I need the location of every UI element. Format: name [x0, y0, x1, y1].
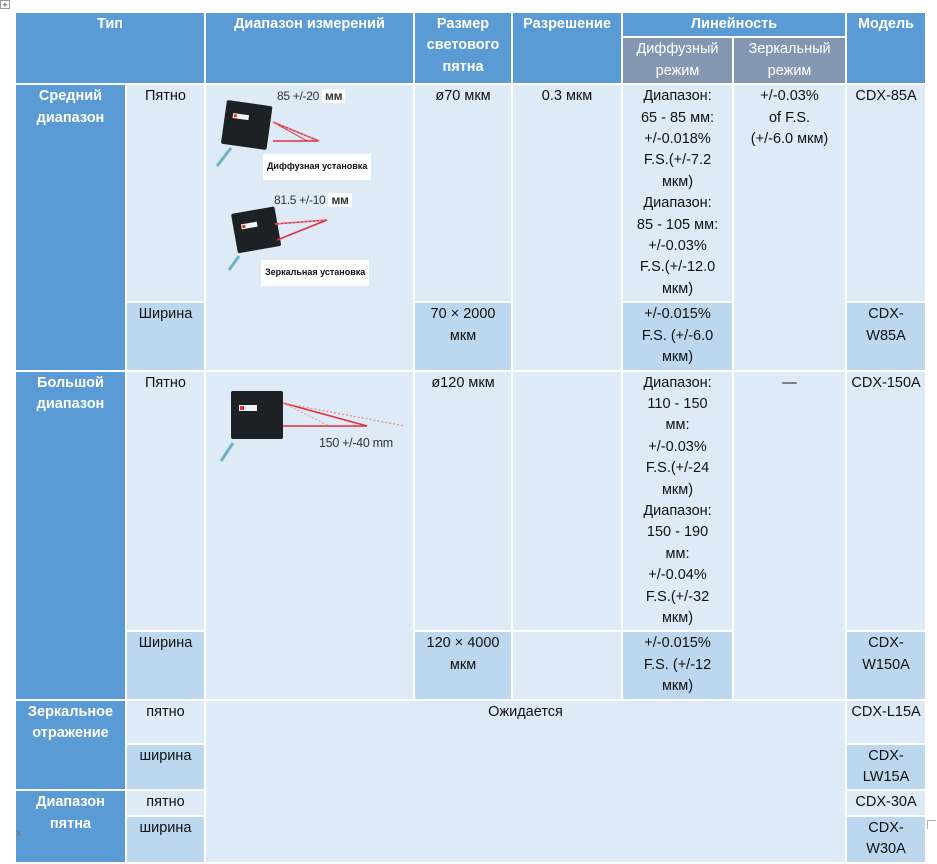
- model: CDX-L15A: [845, 698, 928, 745]
- table-row: Ширина 70 × 2000 мкм +/-0.015% F.S. (+/-…: [15, 301, 928, 372]
- subtype-label: ширина: [124, 814, 207, 864]
- long-range-figure: 150 +/-40 mm: [209, 373, 410, 463]
- table-row: Большой диапазон Пятно 150 +/-40 mm: [14, 369, 928, 701]
- header-mirror-mode: Зеркальный режим: [732, 36, 848, 86]
- setup-caption: Диффузная установка: [263, 154, 372, 180]
- type-mirror-reflection: Зеркальное отражение: [14, 698, 127, 792]
- mirror-linearity: —: [732, 369, 848, 701]
- type-spot-range: Диапазон пятна: [14, 789, 127, 864]
- sensor-spec-table: Тип Диапазон измерений Размер светового …: [13, 10, 928, 864]
- laser-sensor-icon: [227, 206, 328, 272]
- table-row: Ширина 120 × 4000 мкм +/-0.015% F.S. (+/…: [15, 630, 928, 701]
- diffuse-linearity-text: +/-0.015% F.S. (+/-6.0 мкм): [641, 306, 714, 366]
- subtype-label: Пятно: [124, 83, 207, 304]
- diffuse-linearity-text: Диапазон: 65 - 85 мм: +/-0.018% F.S.(+/-…: [636, 88, 719, 297]
- diffuse-linearity: Диапазон: 65 - 85 мм: +/-0.018% F.S.(+/-…: [621, 83, 735, 304]
- subtype-label: пятно: [124, 789, 207, 817]
- diffuse-linearity: Диапазон: 110 - 150 мм: +/-0.03% F.S.(+/…: [621, 369, 735, 633]
- header-resolution: Разрешение: [511, 10, 624, 86]
- mirror-linearity-text: +/-0.03% of F.S. (+/-6.0 мкм): [750, 88, 829, 148]
- resolution: 0.3 мкм: [511, 83, 624, 372]
- laser-sensor-icon: [219, 390, 406, 462]
- table-resize-handle[interactable]: [927, 820, 936, 829]
- diffuse-linearity: +/-0.015% F.S. (+/-12 мкм): [621, 630, 735, 701]
- table-row: ширина CDX-LW15A: [15, 742, 928, 792]
- subtype-label: Ширина: [124, 301, 207, 372]
- spot-size: ø120 мкм: [413, 369, 514, 633]
- model: CDX-W30A: [845, 814, 928, 864]
- header-type: Тип: [13, 10, 207, 86]
- spot-size: 70 × 2000 мкм: [413, 301, 514, 372]
- table-move-handle[interactable]: +: [0, 0, 10, 10]
- pending-cell: Ожидается: [204, 698, 848, 864]
- spot-size: 120 × 4000 мкм: [413, 630, 514, 701]
- range-figure-cell: 150 +/-40 mm: [204, 369, 416, 701]
- table-row: Зеркальное отражение пятно Ожидается CDX…: [14, 698, 928, 864]
- subtype-label: Ширина: [124, 630, 207, 701]
- type-long-range: Большой диапазон: [14, 369, 127, 701]
- model: CDX-150A: [845, 369, 928, 633]
- subtype-label: ширина: [124, 742, 207, 792]
- header-diffuse-mode: Диффузный режим: [621, 36, 735, 86]
- diffuse-setup-figure: 85 +/-20 мм Диффузная установка: [209, 86, 410, 186]
- setup-caption: Зеркальная установка: [261, 260, 370, 286]
- model: CDX-30A: [845, 789, 928, 817]
- mirror-setup-figure: 81.5 +/-10 мм Зеркальная установка: [209, 190, 410, 290]
- header-range: Диапазон измерений: [204, 10, 416, 86]
- resolution-empty: [511, 630, 624, 701]
- model: CDX-LW15A: [845, 742, 928, 792]
- spot-size: ø70 мкм: [413, 83, 514, 304]
- range-label: 150 +/-40 mm: [319, 435, 393, 450]
- diffuse-linearity-text: Диапазон: 110 - 150 мм: +/-0.03% F.S.(+/…: [643, 374, 712, 626]
- subtype-label: пятно: [124, 698, 207, 745]
- model: CDX-85A: [845, 83, 928, 304]
- table-row: Средний диапазон Пятно 85 +/-20 мм: [14, 83, 928, 372]
- laser-sensor-icon: [215, 100, 320, 168]
- resolution-empty: [511, 369, 624, 633]
- diffuse-linearity-text: +/-0.015% F.S. (+/-12 мкм): [643, 635, 712, 695]
- header-spot-size: Размер светового пятна: [413, 10, 514, 86]
- diffuse-linearity: +/-0.015% F.S. (+/-6.0 мкм): [621, 301, 735, 372]
- subtype-label: Пятно: [124, 369, 207, 633]
- model: CDX-W150A: [845, 630, 928, 701]
- header-linearity: Линейность: [621, 10, 848, 39]
- type-mid-range: Средний диапазон: [14, 83, 127, 372]
- range-label: 85 +/-20 мм: [277, 86, 346, 107]
- range-label: 81.5 +/-10 мм: [274, 190, 352, 211]
- paragraph-mark: ×: [15, 826, 23, 840]
- mirror-linearity: +/-0.03% of F.S. (+/-6.0 мкм): [732, 83, 848, 372]
- range-figures-cell: 85 +/-20 мм Диффузная установка: [204, 83, 416, 372]
- header-model: Модель: [845, 10, 928, 86]
- model: CDX-W85A: [845, 301, 928, 372]
